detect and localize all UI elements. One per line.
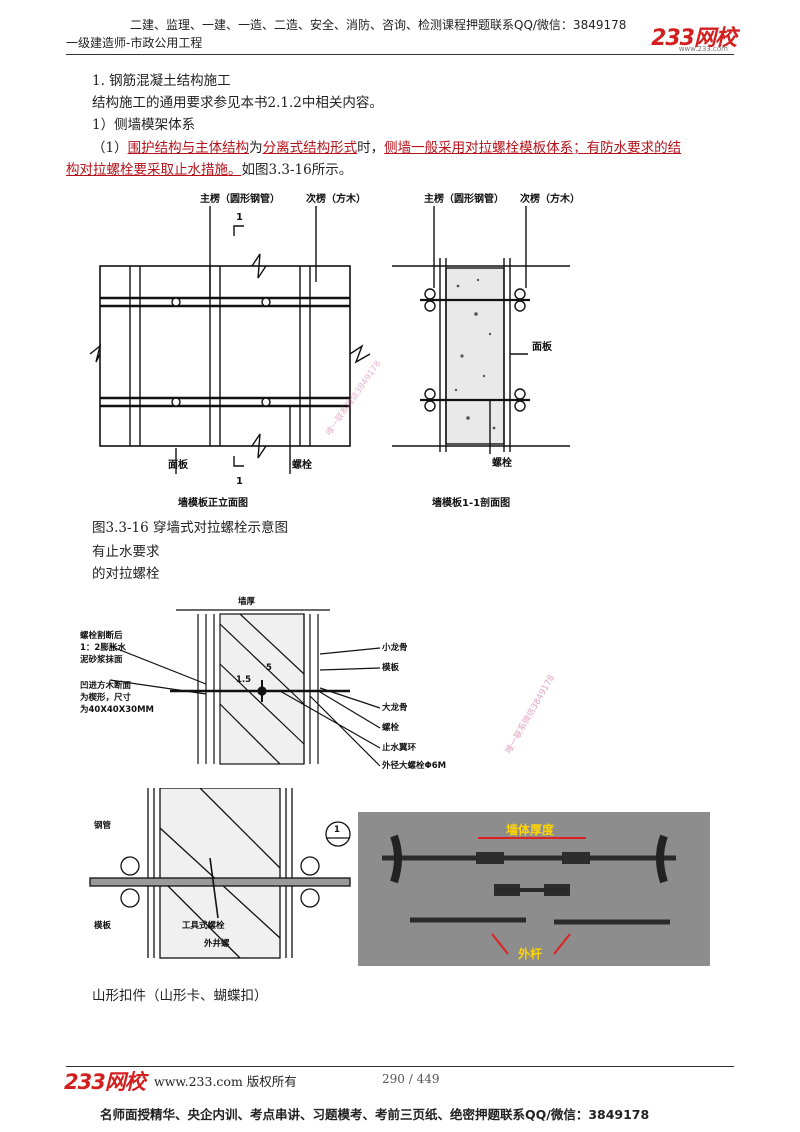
left-note-2: 1：2膨胀水: [80, 642, 126, 653]
section-caption: 墙模板1-1剖面图: [432, 496, 510, 509]
formwork-label: 模板: [382, 662, 400, 673]
steel-pipe-label: 钢管: [94, 820, 112, 831]
header-rule: [66, 54, 734, 55]
bolt-label: 螺栓: [382, 722, 400, 733]
section-secondary-label: 次楞（方木）: [520, 192, 580, 205]
photo-outer-rod-label: 外杆: [518, 946, 542, 961]
formwork-label: 模板: [94, 920, 112, 931]
photo-wall-thickness-label: 墙体厚度: [506, 822, 555, 837]
p1-highlight-4: 构对拉螺栓要采取止水措施。: [66, 162, 242, 178]
elevation-secondary-label: 次楞（方木）: [306, 192, 366, 205]
paragraph-1-line-2: 构对拉螺栓要采取止水措施。如图3.3-16所示。: [66, 159, 352, 181]
footer-rule: [66, 1066, 734, 1067]
large-bolt-label: 外径大螺栓Φ6M: [381, 760, 446, 771]
header-logo: 233网校: [651, 26, 737, 51]
tool-bolt-figure: 钢管 模板 工具式螺栓 外井螺 1: [89, 788, 351, 959]
header-logo-url: www.233.com: [678, 45, 728, 53]
p1-highlight-3: 侧墙一般采用对拉螺栓模板体系；有防水要求的结: [384, 140, 682, 156]
section-drawing: [392, 206, 570, 454]
section-panel-label: 面板: [532, 340, 553, 353]
elevation-bolt-label: 螺栓: [292, 458, 312, 471]
paragraph-1-line-1: （1）围护结构与主体结构为分离式结构形式时，侧墙一般采用对拉螺栓模板体系；有防水…: [92, 137, 681, 159]
left-note-3: 泥砂浆抹面: [80, 654, 123, 665]
left-note-4: 凹进方木断面: [80, 680, 132, 691]
p1-text-1: 为: [249, 140, 263, 156]
watermark: 唯一联系微信3849178: [503, 673, 557, 755]
elevation-section-mark-bottom: 1: [236, 476, 243, 487]
header-contact-line: 二建、监理、一建、一造、二造、安全、消防、咨询、检测课程押题联系QQ/微信：38…: [130, 18, 627, 32]
large-keel-label: 大龙骨: [382, 702, 408, 713]
elevation-drawing: [89, 206, 371, 474]
footer-site: www.233.com 版权所有: [154, 1074, 297, 1089]
bolt-photo-drawing: 墙体厚度 外杆: [358, 812, 710, 966]
section-main-label: 主楞（圆形钢管）: [424, 192, 504, 205]
paragraph-line: 结构施工的通用要求参见本书2.1.2中相关内容。: [92, 95, 383, 111]
left-note-6: 为40X40X30MM: [80, 704, 154, 715]
header-subtitle: 一级建造师-市政公用工程: [66, 36, 203, 50]
left-note-5: 为楔形，尺寸: [80, 692, 132, 703]
tool-bolt-label: 工具式螺栓: [182, 920, 225, 931]
dimension-1-5: 1.5: [236, 675, 251, 685]
p1-highlight-2: 分离式结构形式: [262, 140, 358, 156]
left-note-1: 螺栓割断后: [80, 630, 123, 641]
p1-text-2: 时，: [357, 140, 385, 156]
elevation-panel-label: 面板: [168, 458, 189, 471]
elevation-section-mark-top: 1: [236, 212, 243, 223]
section-heading: 1. 钢筋混凝土结构施工: [92, 73, 231, 89]
elevation-caption: 墙模板正立面图: [178, 496, 248, 509]
footer-logo: 233网校: [64, 1070, 146, 1094]
p1-highlight-1: 围护结构与主体结构: [127, 140, 250, 156]
footer-contact-line: 名师面授精华、央企内训、考点串讲、习题模考、考前三页纸、绝密押题联系QQ/微信：…: [100, 1107, 650, 1122]
note-line-2: 的对拉螺栓: [92, 566, 160, 582]
wall-formwork-figure: 主楞（圆形钢管） 次楞（方木） 1 1 面板 螺栓 墙模板正立面图 主楞（圆形钢…: [89, 192, 580, 509]
circle-mark: 1: [334, 825, 340, 835]
wall-thickness-label: 墙厚: [238, 596, 256, 607]
outer-cone-label: 外井螺: [203, 938, 230, 949]
elevation-main-label: 主楞（圆形钢管）: [200, 192, 280, 205]
p1-prefix: （1）: [92, 140, 128, 156]
p1-text-3: 如图3.3-16所示。: [241, 162, 353, 178]
bolt-photo: 墙体厚度 外杆: [358, 812, 710, 966]
clamp-caption: 山形扣件（山形卡、蝴蝶扣）: [92, 988, 268, 1004]
small-keel-label: 小龙骨: [381, 642, 408, 653]
dimension-5: 5: [266, 663, 272, 673]
section-bolt-label: 螺栓: [492, 456, 512, 469]
waterstop-ring-label: 止水翼环: [382, 742, 417, 753]
note-line-1: 有止水要求: [92, 544, 160, 560]
figure-caption: 图3.3-16 穿墙式对拉螺栓示意图: [92, 520, 289, 536]
page-number: 290 / 449: [382, 1072, 440, 1086]
concrete-speckle: [454, 278, 496, 430]
subsection-heading: 1）侧墙模架体系: [92, 117, 196, 133]
waterstop-bolt-figure: 墙厚 螺栓割断后 1：2膨胀水 泥砂浆抹面 凹进方木断面 为楔形，尺寸 为40X…: [80, 596, 557, 771]
